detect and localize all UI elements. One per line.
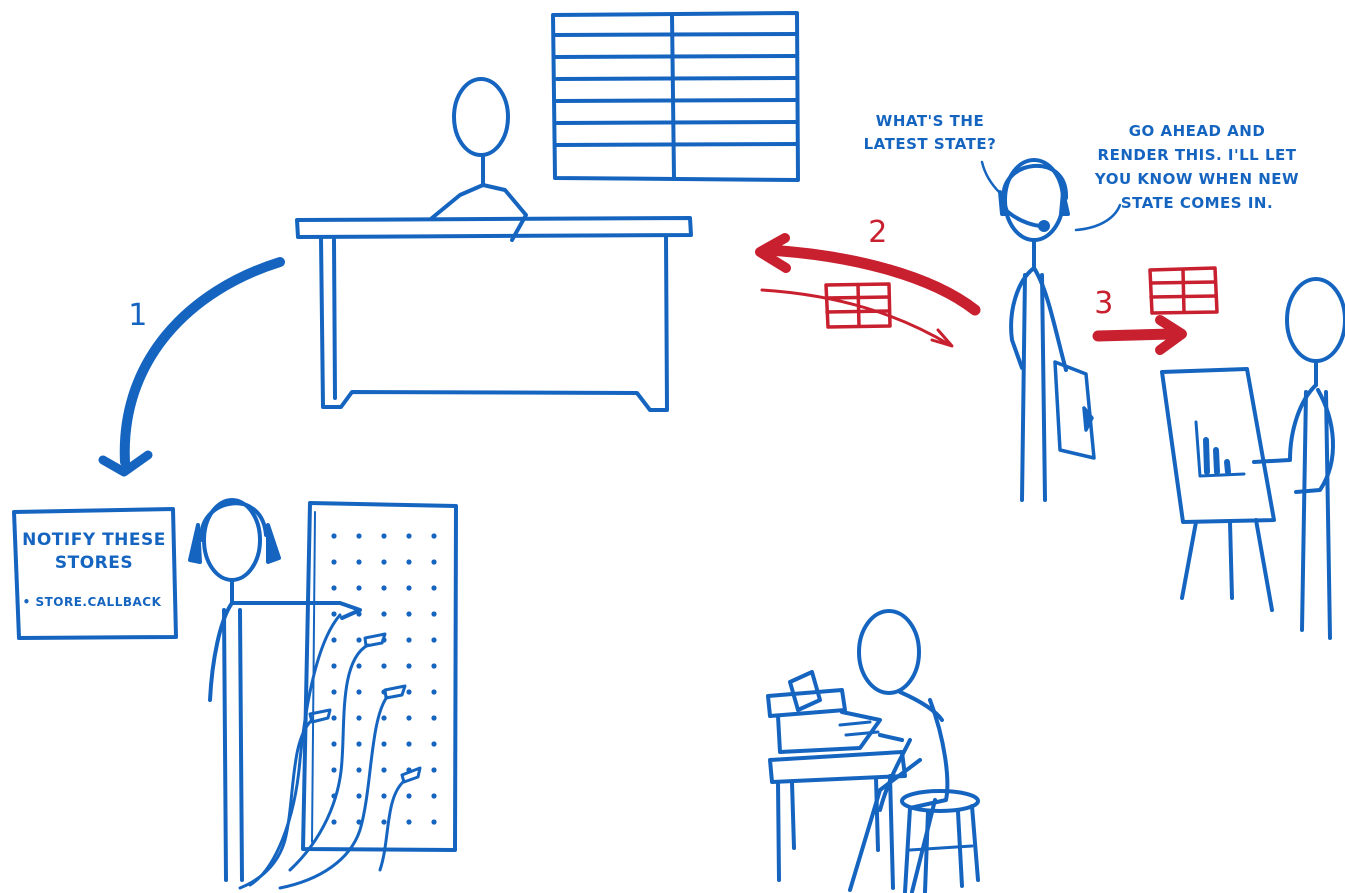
- jack-hole: [406, 637, 411, 642]
- jack-hole: [356, 793, 361, 798]
- typist-stool: [902, 791, 978, 892]
- jack-hole: [431, 819, 436, 824]
- jack-hole: [356, 715, 361, 720]
- jack-hole: [381, 559, 386, 564]
- jack-hole: [431, 611, 436, 616]
- jack-hole: [406, 741, 411, 746]
- jack-hole: [406, 819, 411, 824]
- jack-hole: [431, 741, 436, 746]
- easel-chart-board: [1162, 369, 1274, 610]
- jack-hole: [331, 637, 336, 642]
- jack-hole: [431, 689, 436, 694]
- jack-hole: [381, 793, 386, 798]
- notify-stores-sign: NOTIFY THESE STORES • STORE.CALLBACK: [14, 509, 176, 638]
- jack-hole: [381, 663, 386, 668]
- typing-desk: [770, 752, 905, 888]
- question-line1: WHAT'S THE: [876, 112, 984, 130]
- jack-hole: [356, 559, 361, 564]
- jack-hole: [431, 559, 436, 564]
- jack-hole: [406, 715, 411, 720]
- jack-hole: [406, 533, 411, 538]
- arrow-2: [760, 238, 975, 346]
- question-line2: LATEST STATE?: [864, 135, 997, 153]
- step-1-label: 1: [128, 298, 148, 333]
- jack-hole: [356, 741, 361, 746]
- jack-hole: [331, 533, 336, 538]
- jack-hole: [381, 715, 386, 720]
- answer-speech-bubble: GO AHEAD AND RENDER THIS. I'LL LET YOU K…: [1076, 122, 1299, 230]
- store-desk: [297, 218, 691, 410]
- notify-title-line2: STORES: [55, 553, 133, 573]
- jack-hole: [381, 767, 386, 772]
- controller-view-figure: [1000, 160, 1068, 500]
- jack-hole: [431, 663, 436, 668]
- jack-hole: [331, 611, 336, 616]
- arrow-3: [1098, 320, 1182, 350]
- answer-line4: STATE COMES IN.: [1121, 194, 1273, 212]
- state-snapshot-sheet-arrow3: [1150, 268, 1217, 313]
- state-table-wall-chart: [553, 13, 798, 180]
- jack-hole: [431, 793, 436, 798]
- jack-hole: [381, 585, 386, 590]
- jack-hole: [356, 585, 361, 590]
- arrow-1: [103, 262, 280, 472]
- jack-hole: [331, 689, 336, 694]
- notify-item-store-callback: • STORE.CALLBACK: [23, 595, 162, 609]
- jack-hole: [356, 663, 361, 668]
- jack-hole: [431, 767, 436, 772]
- jack-hole: [331, 741, 336, 746]
- jack-hole: [356, 611, 361, 616]
- jack-hole: [381, 819, 386, 824]
- question-speech-bubble: WHAT'S THE LATEST STATE?: [864, 112, 1000, 193]
- jack-hole: [431, 637, 436, 642]
- jack-hole: [331, 767, 336, 772]
- jack-hole: [406, 689, 411, 694]
- jack-hole: [406, 559, 411, 564]
- answer-line1: GO AHEAD AND: [1129, 122, 1266, 140]
- jack-hole: [431, 585, 436, 590]
- jack-hole: [406, 663, 411, 668]
- answer-line3: YOU KNOW WHEN NEW: [1094, 170, 1299, 188]
- jack-hole: [406, 585, 411, 590]
- step-2-label: 2: [868, 215, 888, 250]
- jack-hole: [331, 663, 336, 668]
- answer-line2: RENDER THIS. I'LL LET: [1098, 146, 1297, 164]
- jack-hole: [431, 533, 436, 538]
- jack-hole: [381, 533, 386, 538]
- jack-hole: [381, 741, 386, 746]
- jack-hole: [431, 715, 436, 720]
- jack-hole: [406, 611, 411, 616]
- controller-clipboard: [1055, 362, 1094, 458]
- step-3-label: 3: [1094, 286, 1114, 321]
- switchboard-cables: [240, 615, 420, 888]
- jack-hole: [381, 611, 386, 616]
- switchboard-panel: [303, 503, 456, 850]
- jack-hole: [406, 793, 411, 798]
- jack-hole: [331, 585, 336, 590]
- jack-hole: [331, 819, 336, 824]
- jack-hole: [356, 637, 361, 642]
- notify-title-line1: NOTIFY THESE: [22, 530, 166, 550]
- jack-hole: [331, 715, 336, 720]
- jack-hole: [356, 689, 361, 694]
- typewriter: [768, 672, 880, 752]
- jack-hole: [356, 533, 361, 538]
- jack-hole: [331, 559, 336, 564]
- store-clerk-figure: [432, 79, 526, 240]
- jack-hole: [356, 767, 361, 772]
- state-snapshot-sheet-arrow2: [826, 284, 890, 327]
